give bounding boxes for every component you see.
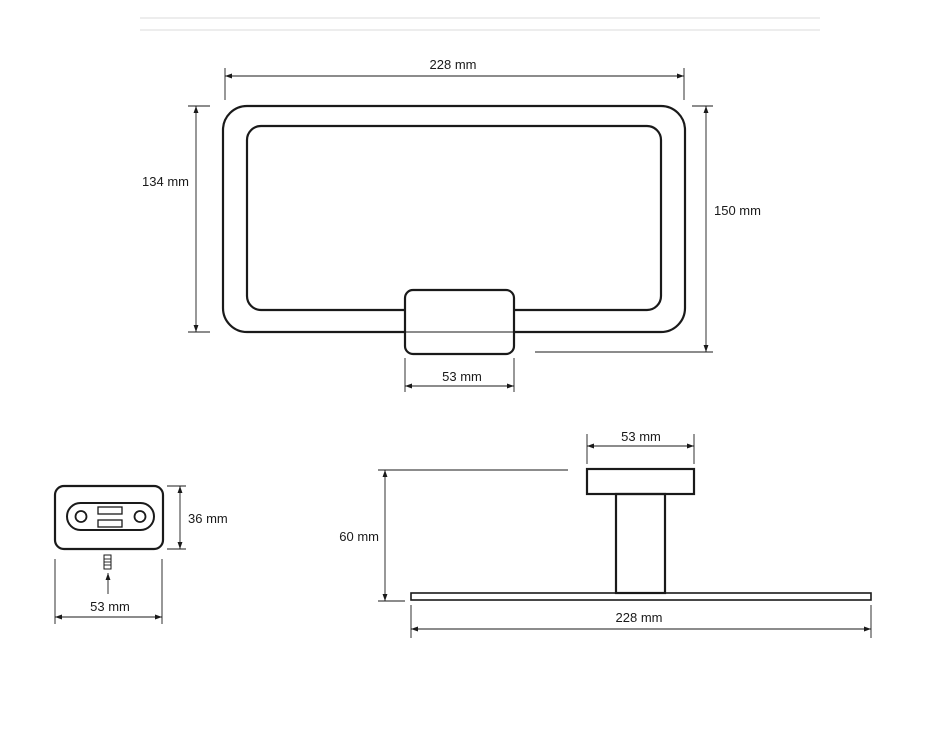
- faint-header-lines: [140, 17, 820, 31]
- slot-hole-left: [74, 510, 88, 523]
- ring-bar-side: [410, 592, 872, 601]
- base-plate-view: 36 mm 53 mm: [53, 484, 228, 624]
- mount-width-dimension-label: 53 mm: [442, 369, 482, 384]
- width-dimension-label: 228 mm: [430, 57, 477, 72]
- towel-ring-inner-frame: [245, 124, 663, 312]
- base-plate-outline: [53, 484, 165, 551]
- wall-plate-side: [585, 467, 696, 496]
- plate-width-dimension-label: 53 mm: [90, 599, 130, 614]
- mounting-slot: [66, 502, 155, 531]
- plate-height-dimension-label: 36 mm: [188, 511, 228, 526]
- inner-height-dimension-label: 134 mm: [142, 174, 189, 189]
- side-view: 53 mm 60 mm 228 mm: [339, 429, 872, 638]
- set-screw-icon: [103, 554, 112, 570]
- support-arm: [614, 492, 667, 595]
- front-view: 228 mm 134 mm 150 mm 53 mm: [142, 57, 761, 392]
- outer-height-dimension-label: 150 mm: [714, 203, 761, 218]
- slot-hole-right: [133, 510, 147, 523]
- depth-dimension-label: 60 mm: [339, 529, 379, 544]
- side-mount-width-dimension-label: 53 mm: [621, 429, 661, 444]
- side-length-dimension-label: 228 mm: [616, 610, 663, 625]
- wall-mount-block: [403, 288, 516, 356]
- slot-bridge-bottom: [97, 519, 123, 528]
- slot-bridge-top: [97, 506, 123, 515]
